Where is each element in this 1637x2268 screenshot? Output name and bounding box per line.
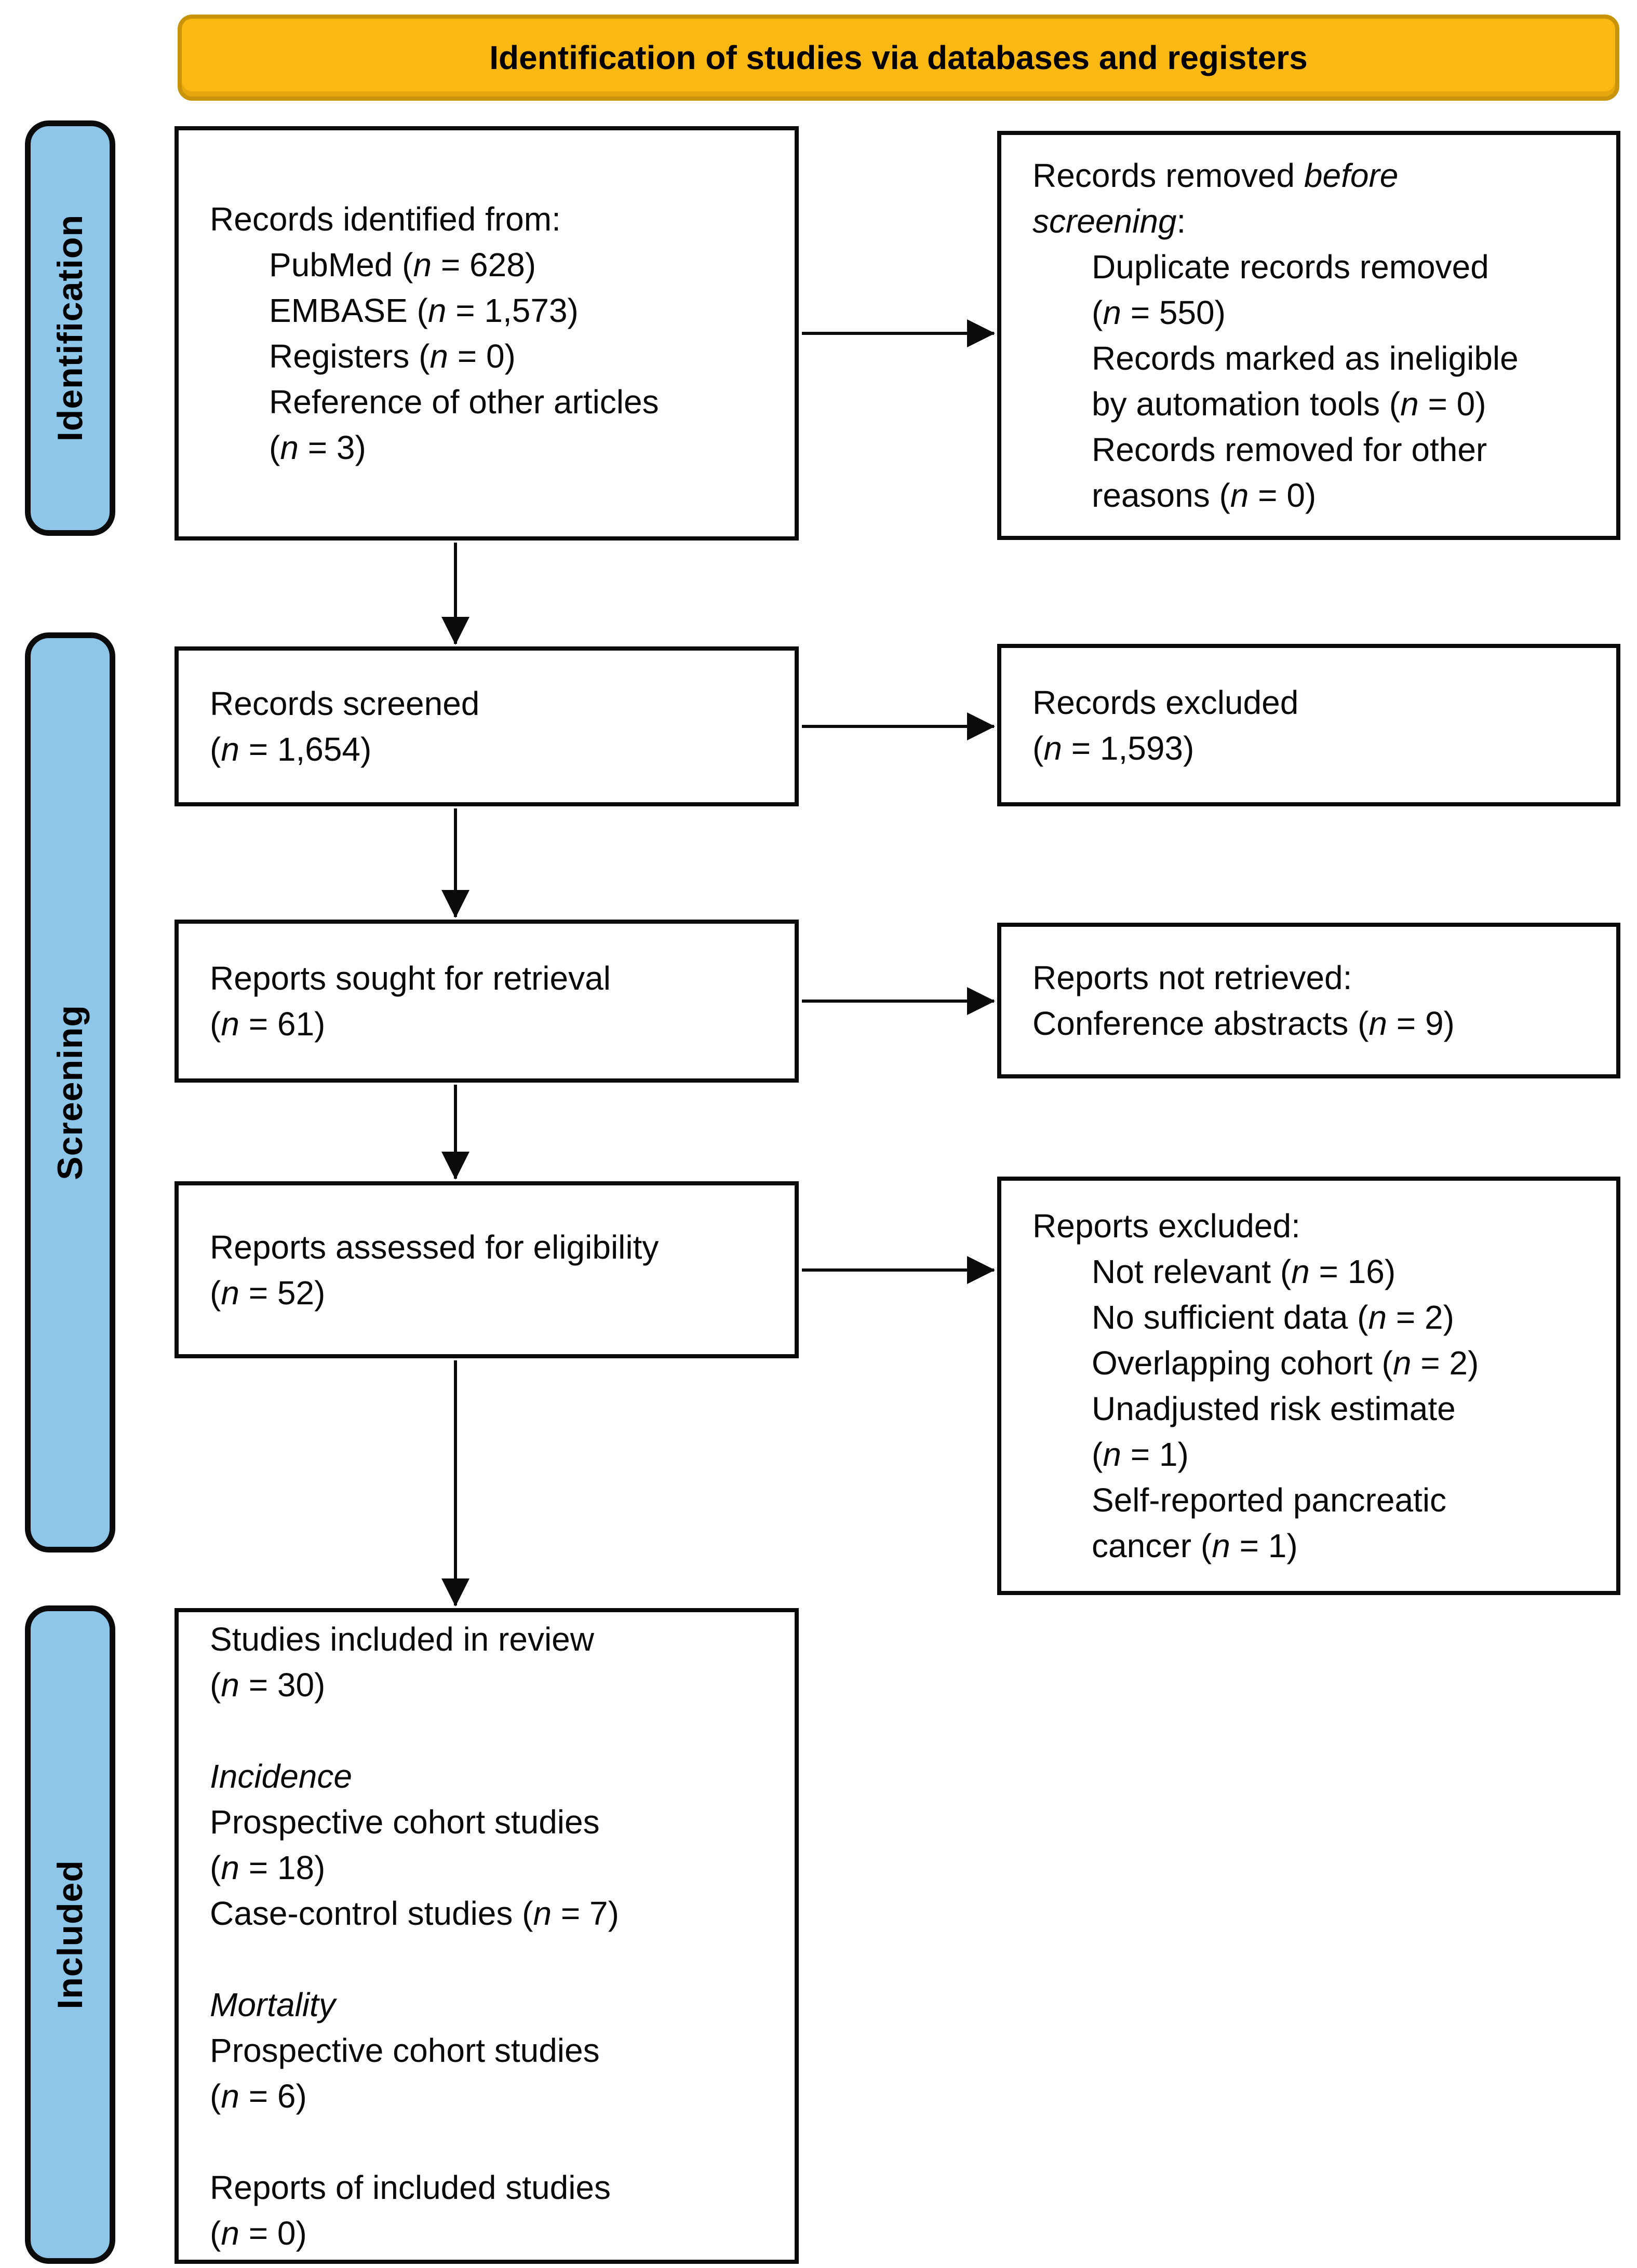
phase-label-screening: Screening bbox=[50, 1005, 90, 1180]
box-records-screened: Records screened(n = 1,654) bbox=[175, 646, 799, 806]
box-reports-sought-for-retrieval: Reports sought for retrieval(n = 61) bbox=[175, 920, 799, 1083]
box-records-excluded: Records excluded(n = 1,593) bbox=[997, 644, 1620, 806]
phase-label-identification: Identification bbox=[50, 214, 90, 442]
phase-bar-identification: Identification bbox=[25, 120, 115, 536]
box-reports-assessed-for-eligibility: Reports assessed for eligibility(n = 52) bbox=[175, 1181, 799, 1358]
box-records-identified: Records identified from:PubMed (n = 628)… bbox=[175, 126, 799, 541]
banner-label: Identification of studies via databases … bbox=[489, 39, 1308, 76]
phase-label-included: Included bbox=[50, 1860, 90, 2009]
phase-bar-included: Included bbox=[25, 1605, 115, 2264]
box-studies-included-in-review: Studies included in review(n = 30) Incid… bbox=[175, 1608, 799, 2264]
phase-bar-screening: Screening bbox=[25, 632, 115, 1553]
banner-identification-via-databases: Identification of studies via databases … bbox=[178, 15, 1619, 101]
box-reports-not-retrieved: Reports not retrieved:Conference abstrac… bbox=[997, 923, 1620, 1078]
box-reports-excluded: Reports excluded:Not relevant (n = 16)No… bbox=[997, 1177, 1620, 1595]
